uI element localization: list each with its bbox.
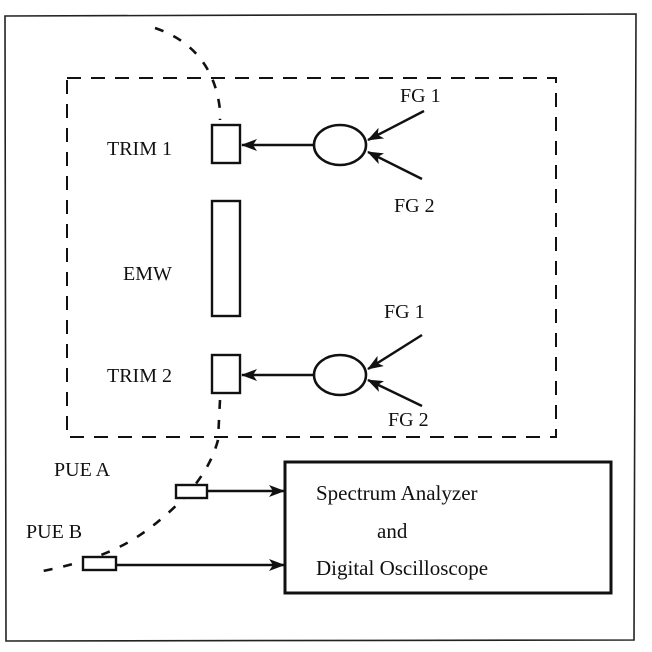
pue-a-label: PUE A: [54, 459, 111, 481]
fg2-bottom-label: FG 2: [388, 409, 429, 431]
emw-label: EMW: [123, 263, 172, 285]
coupler-1: [312, 123, 368, 167]
pue-b-label: PUE B: [26, 521, 82, 543]
trim1-label: TRIM 1: [107, 138, 172, 160]
trim2-block: [210, 353, 242, 395]
fg1-bottom-arrow: [367, 333, 423, 371]
pue-a-probe: [174, 483, 209, 500]
fg2-top-label: FG 2: [394, 195, 435, 217]
pue-b-probe: [81, 555, 118, 572]
fg1-top-label: FG 1: [400, 85, 441, 107]
instrument-line2: and: [377, 519, 408, 543]
instrument-line3: Digital Oscilloscope: [316, 556, 488, 580]
dashed-enclosure: [66, 77, 557, 438]
fg1-bottom-label: FG 1: [384, 301, 425, 323]
emw-block: [210, 199, 242, 318]
trim2-label: TRIM 2: [107, 365, 172, 387]
instrument-line1: Spectrum Analyzer: [316, 481, 478, 505]
fg2-bottom-arrow: [367, 378, 423, 408]
coupler-2: [312, 353, 368, 397]
outer-frame: [4, 13, 637, 642]
fg1-top-arrow: [367, 109, 425, 142]
trim1-block: [210, 123, 242, 165]
instrument-box: [283, 460, 613, 595]
fg2-top-arrow: [367, 150, 423, 181]
